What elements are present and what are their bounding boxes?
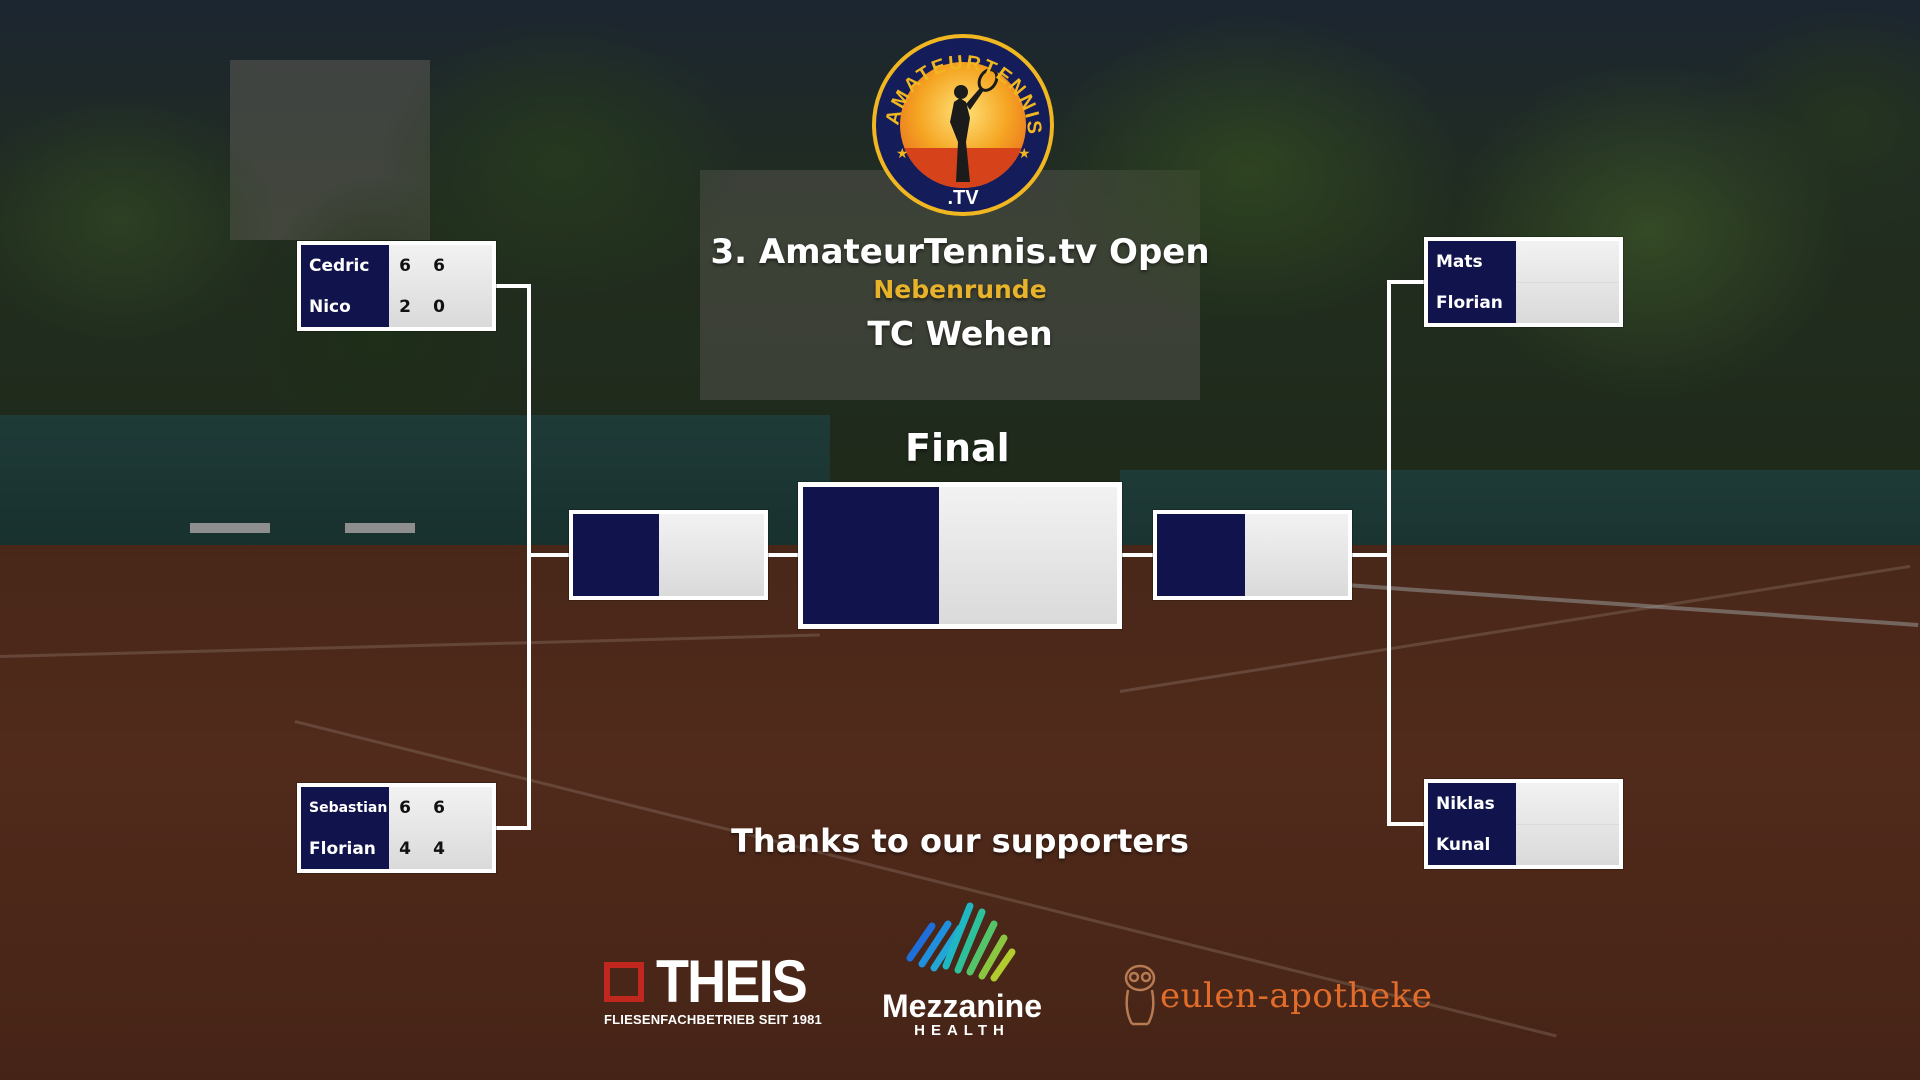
set-score: 4: [433, 838, 445, 859]
player-name: Sebastian: [309, 799, 388, 816]
scores-panel: [1516, 783, 1619, 865]
bracket-line: [527, 553, 571, 557]
star-icon: ★: [896, 146, 909, 162]
mezzanine-wave-icon: [906, 902, 1016, 982]
final-match: [798, 482, 1122, 629]
eulen-apotheke-logo: eulen-apotheke: [1118, 960, 1438, 1030]
set-score: 6: [399, 797, 411, 818]
bracket-line: [494, 826, 531, 830]
player-names-panel: [573, 514, 659, 596]
bench: [345, 523, 415, 533]
set-score: 0: [433, 296, 445, 317]
scores-panel: 6 6 4 4: [389, 787, 492, 869]
star-icon: ★: [1018, 146, 1031, 162]
logo-ring: AMATEURTENNIS: [882, 52, 1046, 137]
player-names-panel: [1157, 514, 1245, 596]
semifinal-left: [569, 510, 768, 600]
theis-square-icon: [604, 962, 644, 1002]
svg-text:AMATEURTENNIS: AMATEURTENNIS: [882, 52, 1046, 137]
bracket-line: [1350, 553, 1390, 557]
player-name: Florian: [309, 838, 376, 859]
bench: [190, 523, 270, 533]
set-score: 6: [433, 797, 445, 818]
bracket-line: [1387, 280, 1427, 284]
final-label: Final: [905, 426, 1010, 470]
set-score: 6: [399, 255, 411, 276]
scores-panel: [659, 514, 764, 596]
player-names-panel: Niklas Kunal: [1428, 783, 1516, 865]
bracket-line: [527, 284, 531, 830]
player-name: Mats: [1436, 251, 1483, 272]
theis-tagline: FLIESENFACHBETRIEB SEIT 1981: [604, 1012, 822, 1027]
bracket-line: [494, 284, 531, 288]
match-right-bottom: Niklas Kunal: [1424, 779, 1623, 869]
set-score: 6: [433, 255, 445, 276]
supporters-heading: Thanks to our supporters: [731, 822, 1189, 860]
player-names-panel: Mats Florian: [1428, 241, 1516, 323]
bracket-line: [766, 553, 802, 557]
player-name: Niklas: [1436, 793, 1495, 814]
amateurtennis-logo: AMATEURTENNIS ★ ★ .TV: [872, 34, 1054, 216]
scores-panel: [1245, 514, 1348, 596]
scores-panel: [939, 487, 1117, 624]
set-score: 4: [399, 838, 411, 859]
logo-suffix: .TV: [947, 187, 979, 209]
set-score: 2: [399, 296, 411, 317]
player-name: Kunal: [1436, 834, 1491, 855]
venue-label: TC Wehen: [867, 314, 1053, 353]
theis-name: THEIS: [656, 948, 808, 1015]
owl-icon: [1124, 964, 1156, 1026]
match-left-top: Cedric Nico 6 6 2 0: [297, 241, 496, 331]
scores-panel: 6 6 2 0: [389, 245, 492, 327]
player-name: Florian: [1436, 292, 1503, 313]
mezzanine-health-logo: Mezzanine HEALTH: [872, 888, 1052, 1039]
mezzanine-tagline: HEALTH: [914, 1022, 1010, 1039]
eulen-apotheke-name: eulen-apotheke: [1160, 976, 1433, 1016]
scores-panel: [1516, 241, 1619, 323]
player-names-panel: Sebastian Florian: [301, 787, 389, 869]
bracket-line: [1387, 822, 1427, 826]
round-label: Nebenrunde: [873, 275, 1047, 304]
semifinal-right: [1153, 510, 1352, 600]
player-name: Cedric: [309, 255, 370, 276]
match-left-bottom: Sebastian Florian 6 6 4 4: [297, 783, 496, 873]
bracket-line: [1120, 553, 1156, 557]
player-names-panel: Cedric Nico: [301, 245, 389, 327]
player-name: Nico: [309, 296, 351, 317]
player-names-panel: [803, 487, 939, 624]
event-title: 3. AmateurTennis.tv Open: [710, 232, 1210, 272]
bracket-line: [1387, 280, 1391, 826]
match-right-top: Mats Florian: [1424, 237, 1623, 327]
mezzanine-name: Mezzanine: [881, 988, 1043, 1024]
